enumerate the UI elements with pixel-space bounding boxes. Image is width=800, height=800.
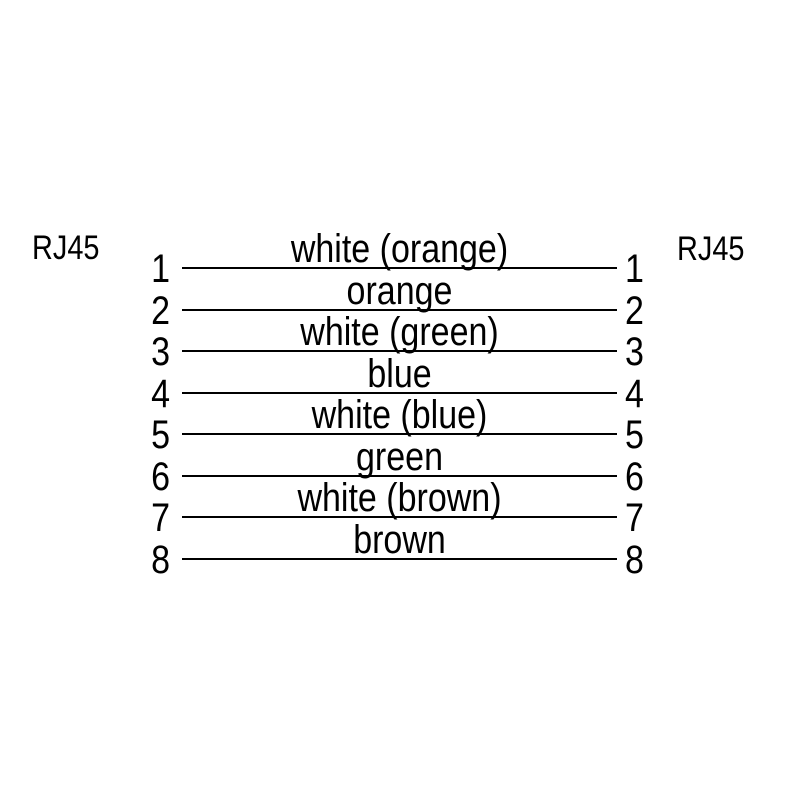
wire-line bbox=[182, 475, 617, 477]
left-pin-number: 4 bbox=[151, 372, 170, 416]
wire-color-label: brown bbox=[353, 518, 446, 562]
left-pin-number: 2 bbox=[151, 289, 170, 333]
right-pin-number: 3 bbox=[625, 330, 644, 374]
wire-color-label: green bbox=[356, 435, 443, 479]
wire-color-label: orange bbox=[346, 269, 453, 313]
left-pin-number: 5 bbox=[151, 413, 170, 457]
wire-line bbox=[182, 267, 617, 269]
left-connector-label: RJ45 bbox=[32, 229, 100, 267]
wire-color-label: white (orange) bbox=[290, 227, 509, 271]
wire-color-label: white (green) bbox=[300, 310, 499, 354]
wire-color-label: white (blue) bbox=[311, 393, 488, 437]
left-pin-number: 1 bbox=[151, 247, 170, 291]
right-pin-number: 2 bbox=[625, 289, 644, 333]
left-pin-number: 8 bbox=[151, 538, 170, 582]
wire-line bbox=[182, 433, 617, 435]
wire-color-label: blue bbox=[367, 352, 432, 396]
wire-line bbox=[182, 516, 617, 518]
left-pin-number: 7 bbox=[151, 496, 170, 540]
right-pin-number: 5 bbox=[625, 413, 644, 457]
wire-line bbox=[182, 309, 617, 311]
left-pin-number: 6 bbox=[151, 455, 170, 499]
wire-line bbox=[182, 392, 617, 394]
right-pin-number: 4 bbox=[625, 372, 644, 416]
right-pin-number: 6 bbox=[625, 455, 644, 499]
right-pin-number: 8 bbox=[625, 538, 644, 582]
wire-color-label: white (brown) bbox=[297, 476, 502, 520]
wire-line bbox=[182, 350, 617, 352]
right-pin-number: 7 bbox=[625, 496, 644, 540]
right-pin-number: 1 bbox=[625, 247, 644, 291]
left-pin-number: 3 bbox=[151, 330, 170, 374]
wire-line bbox=[182, 558, 617, 560]
right-connector-label: RJ45 bbox=[677, 230, 745, 268]
